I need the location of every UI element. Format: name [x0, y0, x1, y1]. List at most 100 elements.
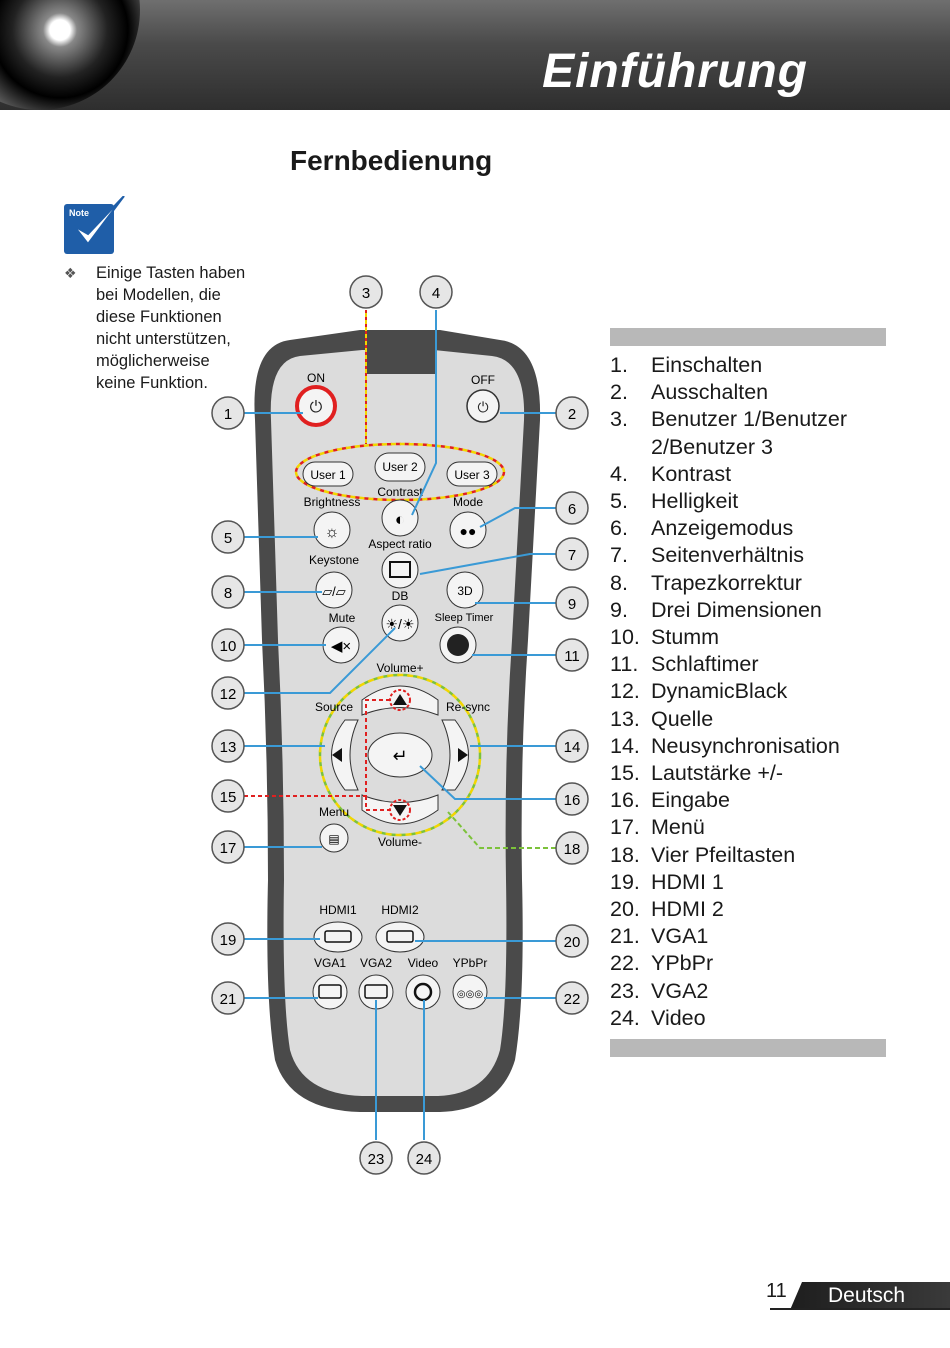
vga1-label: VGA1 — [314, 956, 346, 970]
note-line: möglicherweise — [96, 352, 210, 370]
user1-button[interactable] — [302, 461, 354, 487]
legend-item: 5.Helligkeit — [610, 488, 900, 515]
legend-label: Eingabe — [651, 788, 730, 813]
user2-button[interactable] — [374, 452, 426, 482]
svg-text:22: 22 — [564, 991, 581, 1008]
callout-9: 9 — [555, 586, 589, 620]
legend-item: 8.Trapezkorrektur — [610, 570, 900, 597]
legend-num: 5. — [610, 489, 628, 514]
left-arrow-button[interactable] — [331, 719, 359, 791]
legend-num: 23. — [610, 978, 640, 1003]
display-mode-icon: ●● — [460, 523, 477, 539]
note-badge-label: Note — [69, 208, 89, 218]
button-legend: 1.Einschalten 2.Ausschalten 3.Benutzer 1… — [610, 352, 900, 1032]
on-label: ON — [307, 371, 325, 385]
legend-label: Trapezkorrektur — [651, 570, 802, 595]
legend-item: 20.HDMI 2 — [610, 896, 900, 923]
svg-text:24: 24 — [416, 1151, 433, 1168]
legend-label: YPbPr — [651, 951, 714, 976]
legend-label: Benutzer 1/Benutzer 2/Benutzer 3 — [651, 407, 848, 459]
section-title: Fernbedienung — [290, 145, 493, 176]
legend-num: 12. — [610, 679, 640, 704]
3d-button[interactable] — [446, 571, 484, 609]
menu-button[interactable] — [319, 823, 349, 853]
page-number: 11 — [766, 1280, 787, 1302]
legend-item: 9.Drei Dimensionen — [610, 597, 900, 624]
callout-13: 13 — [211, 729, 245, 763]
svg-text:7: 7 — [568, 547, 576, 564]
sleep-timer-label: Sleep Timer — [435, 612, 494, 624]
brightness-button[interactable] — [313, 511, 351, 549]
svg-text:15: 15 — [220, 789, 237, 806]
contrast-button[interactable] — [381, 499, 419, 537]
legend-num: 9. — [610, 597, 628, 622]
vga2-label: VGA2 — [360, 956, 392, 970]
volume-plus-label: Volume+ — [376, 661, 423, 675]
svg-text:21: 21 — [220, 991, 237, 1008]
legend-num: 4. — [610, 461, 628, 486]
dashed-callout-lines — [244, 310, 556, 849]
sleep-timer-icon — [447, 634, 469, 656]
legend-item: 13.Quelle — [610, 706, 900, 733]
svg-text:23: 23 — [368, 1151, 385, 1168]
vga1-button[interactable] — [312, 974, 348, 1010]
user3-button[interactable] — [446, 461, 498, 487]
callout-lines — [244, 310, 556, 1140]
language-label: Deutsch — [828, 1284, 906, 1307]
power-on-button[interactable] — [295, 385, 337, 427]
legend-item: 21.VGA1 — [610, 923, 900, 950]
brightness-label: Brightness — [304, 495, 361, 509]
legend-label: Quelle — [651, 706, 714, 731]
legend-num: 22. — [610, 951, 640, 976]
legend-label: Ausschalten — [651, 380, 769, 405]
callout-16: 16 — [555, 782, 589, 816]
legend-item: 17.Menü — [610, 814, 900, 841]
enter-button[interactable] — [367, 732, 433, 778]
callout-22: 22 — [555, 981, 589, 1015]
hdmi2-button[interactable] — [375, 921, 425, 953]
hdmi1-label: HDMI1 — [319, 903, 357, 917]
legend-item: 22. YPbPr — [610, 950, 900, 977]
mode-label: Mode — [453, 495, 483, 509]
svg-text:14: 14 — [564, 739, 581, 756]
svg-text:8: 8 — [224, 585, 232, 602]
arrow-left-icon — [332, 748, 342, 762]
legend-item: 6.Anzeigemodus — [610, 515, 900, 542]
svg-text:10: 10 — [220, 638, 237, 655]
callout-19: 19 — [211, 922, 245, 956]
callout-15: 15 — [211, 779, 245, 813]
ypbpr-button[interactable] — [452, 974, 488, 1010]
legend-item: 2.Ausschalten — [610, 379, 900, 406]
svg-text:11: 11 — [564, 648, 580, 665]
menu-icon: ▤ — [328, 832, 339, 846]
hdmi-port-icon — [324, 930, 352, 943]
callout-21: 21 — [211, 981, 245, 1015]
legend-label: Neusynchronisation — [651, 733, 840, 758]
aspect-ratio-button[interactable] — [381, 551, 419, 589]
hdmi2-label: HDMI2 — [381, 903, 419, 917]
keystone-icon: ▱/▱ — [322, 584, 346, 599]
legend-num: 17. — [610, 815, 640, 840]
power-off-button[interactable] — [466, 389, 500, 423]
mode-button[interactable] — [449, 511, 487, 549]
right-arrow-button[interactable] — [441, 719, 469, 791]
contrast-icon: ◐ — [395, 510, 405, 529]
callout-6: 6 — [555, 491, 589, 525]
keystone-button[interactable] — [315, 571, 353, 609]
legend-item: 1.Einschalten — [610, 352, 900, 379]
callout-20: 20 — [555, 924, 589, 958]
legend-label: HDMI 2 — [651, 897, 724, 922]
arrow-keys-highlight-yellow — [318, 673, 482, 837]
legend-item: 18.Vier Pfeiltasten — [610, 842, 900, 869]
callout-badges: 1 2 3 4 5 6 7 8 9 10 11 12 13 14 15 16 1… — [211, 275, 589, 1175]
enter-icon: ↵ — [392, 746, 407, 766]
hdmi1-button[interactable] — [313, 921, 363, 953]
keystone-label: Keystone — [309, 553, 359, 567]
svg-text:1: 1 — [224, 406, 232, 423]
legend-label: Vier Pfeiltasten — [651, 842, 796, 867]
legend-num: 10. — [610, 625, 640, 650]
legend-label: Einschalten — [651, 353, 763, 377]
legend-label: VGA1 — [651, 924, 709, 949]
menu-label: Menu — [319, 805, 349, 819]
legend-label: Anzeigemodus — [651, 516, 794, 541]
